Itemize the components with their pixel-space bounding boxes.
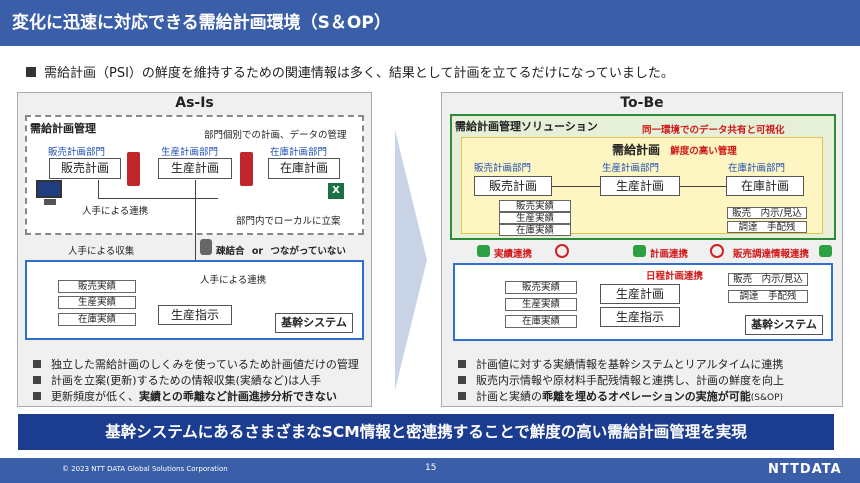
- asis-manual-link: 人手による連携: [82, 206, 149, 217]
- excel-icon: X: [328, 183, 344, 199]
- tobe-link-line: [680, 186, 726, 187]
- tobe-core-right-item: 販売 内示/見込: [728, 273, 808, 286]
- asis-bullets: 独立した需給計画のしくみを使っているため計画値だけの管理 計画を立案(更新)する…: [33, 357, 359, 405]
- tobe-dept-prod: 生産計画部門: [602, 163, 660, 174]
- asis-result-sales: 販売実績: [58, 280, 136, 293]
- tobe-link-sales-proc: 販売調達情報連携: [733, 249, 810, 260]
- slide-subtitle: 需給計画（PSI）の鮮度を維持するための関連情報は多く、結果として計画を立てるだ…: [26, 62, 674, 81]
- transition-arrow-icon: [395, 130, 427, 390]
- tobe-core-plan-prod: 生産計画: [600, 284, 680, 304]
- asis-result-prod: 生産実績: [58, 296, 136, 309]
- asis-loose-coupling: 疎結合 or つながっていない: [216, 246, 346, 257]
- asis-core-system: 基幹システム: [275, 313, 353, 333]
- asis-link-arrow: [98, 180, 99, 198]
- refresh-icon: [710, 244, 724, 258]
- slide-title: 変化に迅速に対応できる需給計画環境（S＆OP）: [0, 0, 860, 46]
- sync-icon: [477, 245, 490, 257]
- asis-manual-collect: 人手による収集: [68, 246, 135, 257]
- server-icon: [127, 152, 140, 186]
- asis-plan-inv: 在庫計画: [268, 158, 340, 179]
- tobe-plan-prod: 生産計画: [600, 176, 680, 196]
- footer-copyright: © 2023 NTT DATA Global Solutions Corpora…: [62, 465, 228, 473]
- asis-plan-sales: 販売計画: [49, 158, 121, 179]
- tobe-right-item: 調達 手配残: [727, 221, 807, 233]
- tobe-bullets: 計画値に対する実績情報を基幹システムとリアルタイムに連携 販売内示情報や原材料手…: [458, 357, 784, 406]
- tobe-right-item: 販売 内示/見込: [727, 207, 807, 219]
- computer-icon: [36, 180, 62, 198]
- asis-dept-prod: 生産計画部門: [161, 147, 219, 158]
- tobe-title: To-Be: [620, 95, 664, 111]
- tobe-plan-inv: 在庫計画: [726, 176, 804, 196]
- footer-bar: [0, 458, 860, 483]
- tobe-bullet: 計画値に対する実績情報を基幹システムとリアルタイムに連携: [458, 357, 784, 373]
- tobe-core-result-sales: 販売実績: [505, 281, 577, 294]
- tobe-result-sales: 販売実績: [499, 200, 571, 212]
- tobe-core-result-prod: 生産実績: [505, 298, 577, 311]
- tobe-core-prod-order: 生産指示: [600, 307, 680, 327]
- sync-icon: [819, 245, 832, 257]
- computer-stand-icon: [44, 199, 56, 205]
- tobe-result-prod: 生産実績: [499, 212, 571, 224]
- asis-link-arrow: [98, 198, 218, 199]
- tobe-same-env: 同一環境でのデータ共有と可視化: [642, 125, 785, 136]
- sync-icon: [633, 245, 646, 257]
- asis-dept-inv: 在庫計画部門: [270, 147, 328, 158]
- server-icon: [240, 152, 253, 186]
- company-logo: NTTDATA: [768, 462, 842, 477]
- asis-manual-link2: 人手による連携: [200, 275, 267, 286]
- asis-note-top: 部門個別での計画、データの管理: [204, 130, 347, 141]
- asis-result-inv: 在庫実績: [58, 313, 136, 326]
- conclusion-banner: 基幹システムにあるさまざまなSCM情報と密連携することで鮮度の高い需給計画管理を…: [18, 414, 834, 450]
- tobe-link-plan: 計画連携: [650, 249, 689, 260]
- asis-bullet: 更新頻度が低く、実績との乖離など計画進捗分析できない: [33, 389, 359, 405]
- asis-local-plan: 部門内でローカルに立案: [236, 216, 341, 227]
- asis-title: As-Is: [175, 95, 214, 111]
- refresh-icon: [555, 244, 569, 258]
- tobe-core-system: 基幹システム: [745, 315, 823, 335]
- tobe-dept-inv: 在庫計画部門: [728, 163, 786, 174]
- tobe-bullet: 販売内示情報や原材料手配残情報と連携し、計画の鮮度を向上: [458, 373, 784, 389]
- tobe-core-result-inv: 在庫実績: [505, 315, 577, 328]
- tobe-bullet: 計画と実績の乖離を埋めるオペレーションの実施が可能(S&OP): [458, 389, 784, 406]
- asis-bullet: 計画を立案(更新)するための情報収集(実績など)は人手: [33, 373, 359, 389]
- tobe-link-line: [552, 186, 600, 187]
- tobe-solution-title: 需給計画管理ソリューション: [455, 120, 598, 133]
- tobe-core-right-item: 調達 手配残: [728, 290, 808, 303]
- tobe-link-results: 実績連携: [494, 249, 533, 260]
- page-number: 15: [425, 463, 437, 473]
- asis-area-title: 需給計画管理: [30, 122, 96, 135]
- person-icon: [200, 239, 212, 255]
- asis-plan-prod: 生産計画: [158, 158, 232, 179]
- asis-prod-order: 生産指示: [158, 305, 232, 325]
- tobe-result-inv: 在庫実績: [499, 224, 571, 236]
- tobe-dept-sales: 販売計画部門: [474, 163, 532, 174]
- tobe-schedule-link: 日程計画連携: [646, 271, 704, 282]
- tobe-inner-title: 需給計画 鮮度の高い管理: [612, 143, 737, 157]
- tobe-plan-sales: 販売計画: [474, 176, 552, 196]
- asis-dept-sales: 販売計画部門: [48, 147, 106, 158]
- asis-bullet: 独立した需給計画のしくみを使っているため計画値だけの管理: [33, 357, 359, 373]
- asis-vertical-link: [195, 180, 196, 305]
